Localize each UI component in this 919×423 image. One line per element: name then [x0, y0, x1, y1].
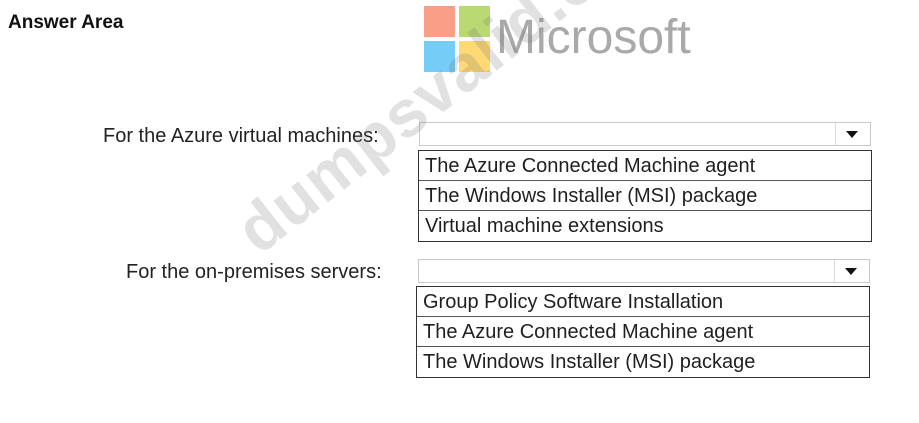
- option-azure-connected-machine-agent[interactable]: The Azure Connected Machine agent: [417, 317, 869, 347]
- option-windows-installer-msi-package[interactable]: The Windows Installer (MSI) package: [423, 351, 756, 373]
- microsoft-wordmark: Microsoft: [496, 11, 691, 64]
- question-label-on-prem-servers: For the on-premises servers:: [126, 261, 382, 283]
- on-prem-servers-option-list: Group Policy Software Installation The A…: [416, 286, 870, 378]
- logo-square-red: [424, 6, 455, 37]
- question-label-azure-vms: For the Azure virtual machines:: [103, 125, 379, 147]
- logo-square-yellow: [459, 41, 490, 72]
- chevron-down-icon[interactable]: [834, 260, 869, 282]
- logo-square-blue: [424, 41, 455, 72]
- microsoft-logo: Microsoft: [424, 6, 724, 72]
- on-prem-servers-dropdown[interactable]: [418, 259, 870, 283]
- chevron-down-icon[interactable]: [835, 123, 870, 145]
- azure-vms-dropdown[interactable]: [419, 122, 871, 146]
- answer-area-title: Answer Area: [8, 12, 124, 33]
- option-group-policy-software-installation[interactable]: Group Policy Software Installation: [417, 287, 869, 317]
- microsoft-logo-icon: [424, 6, 490, 72]
- option-azure-connected-machine-agent[interactable]: The Azure Connected Machine agent: [419, 151, 871, 181]
- azure-vms-option-list: The Azure Connected Machine agent The Wi…: [418, 150, 872, 242]
- option-virtual-machine-extensions[interactable]: Virtual machine extensions: [425, 215, 664, 237]
- option-windows-installer-msi-package[interactable]: The Windows Installer (MSI) package: [419, 181, 871, 211]
- logo-square-green: [459, 6, 490, 37]
